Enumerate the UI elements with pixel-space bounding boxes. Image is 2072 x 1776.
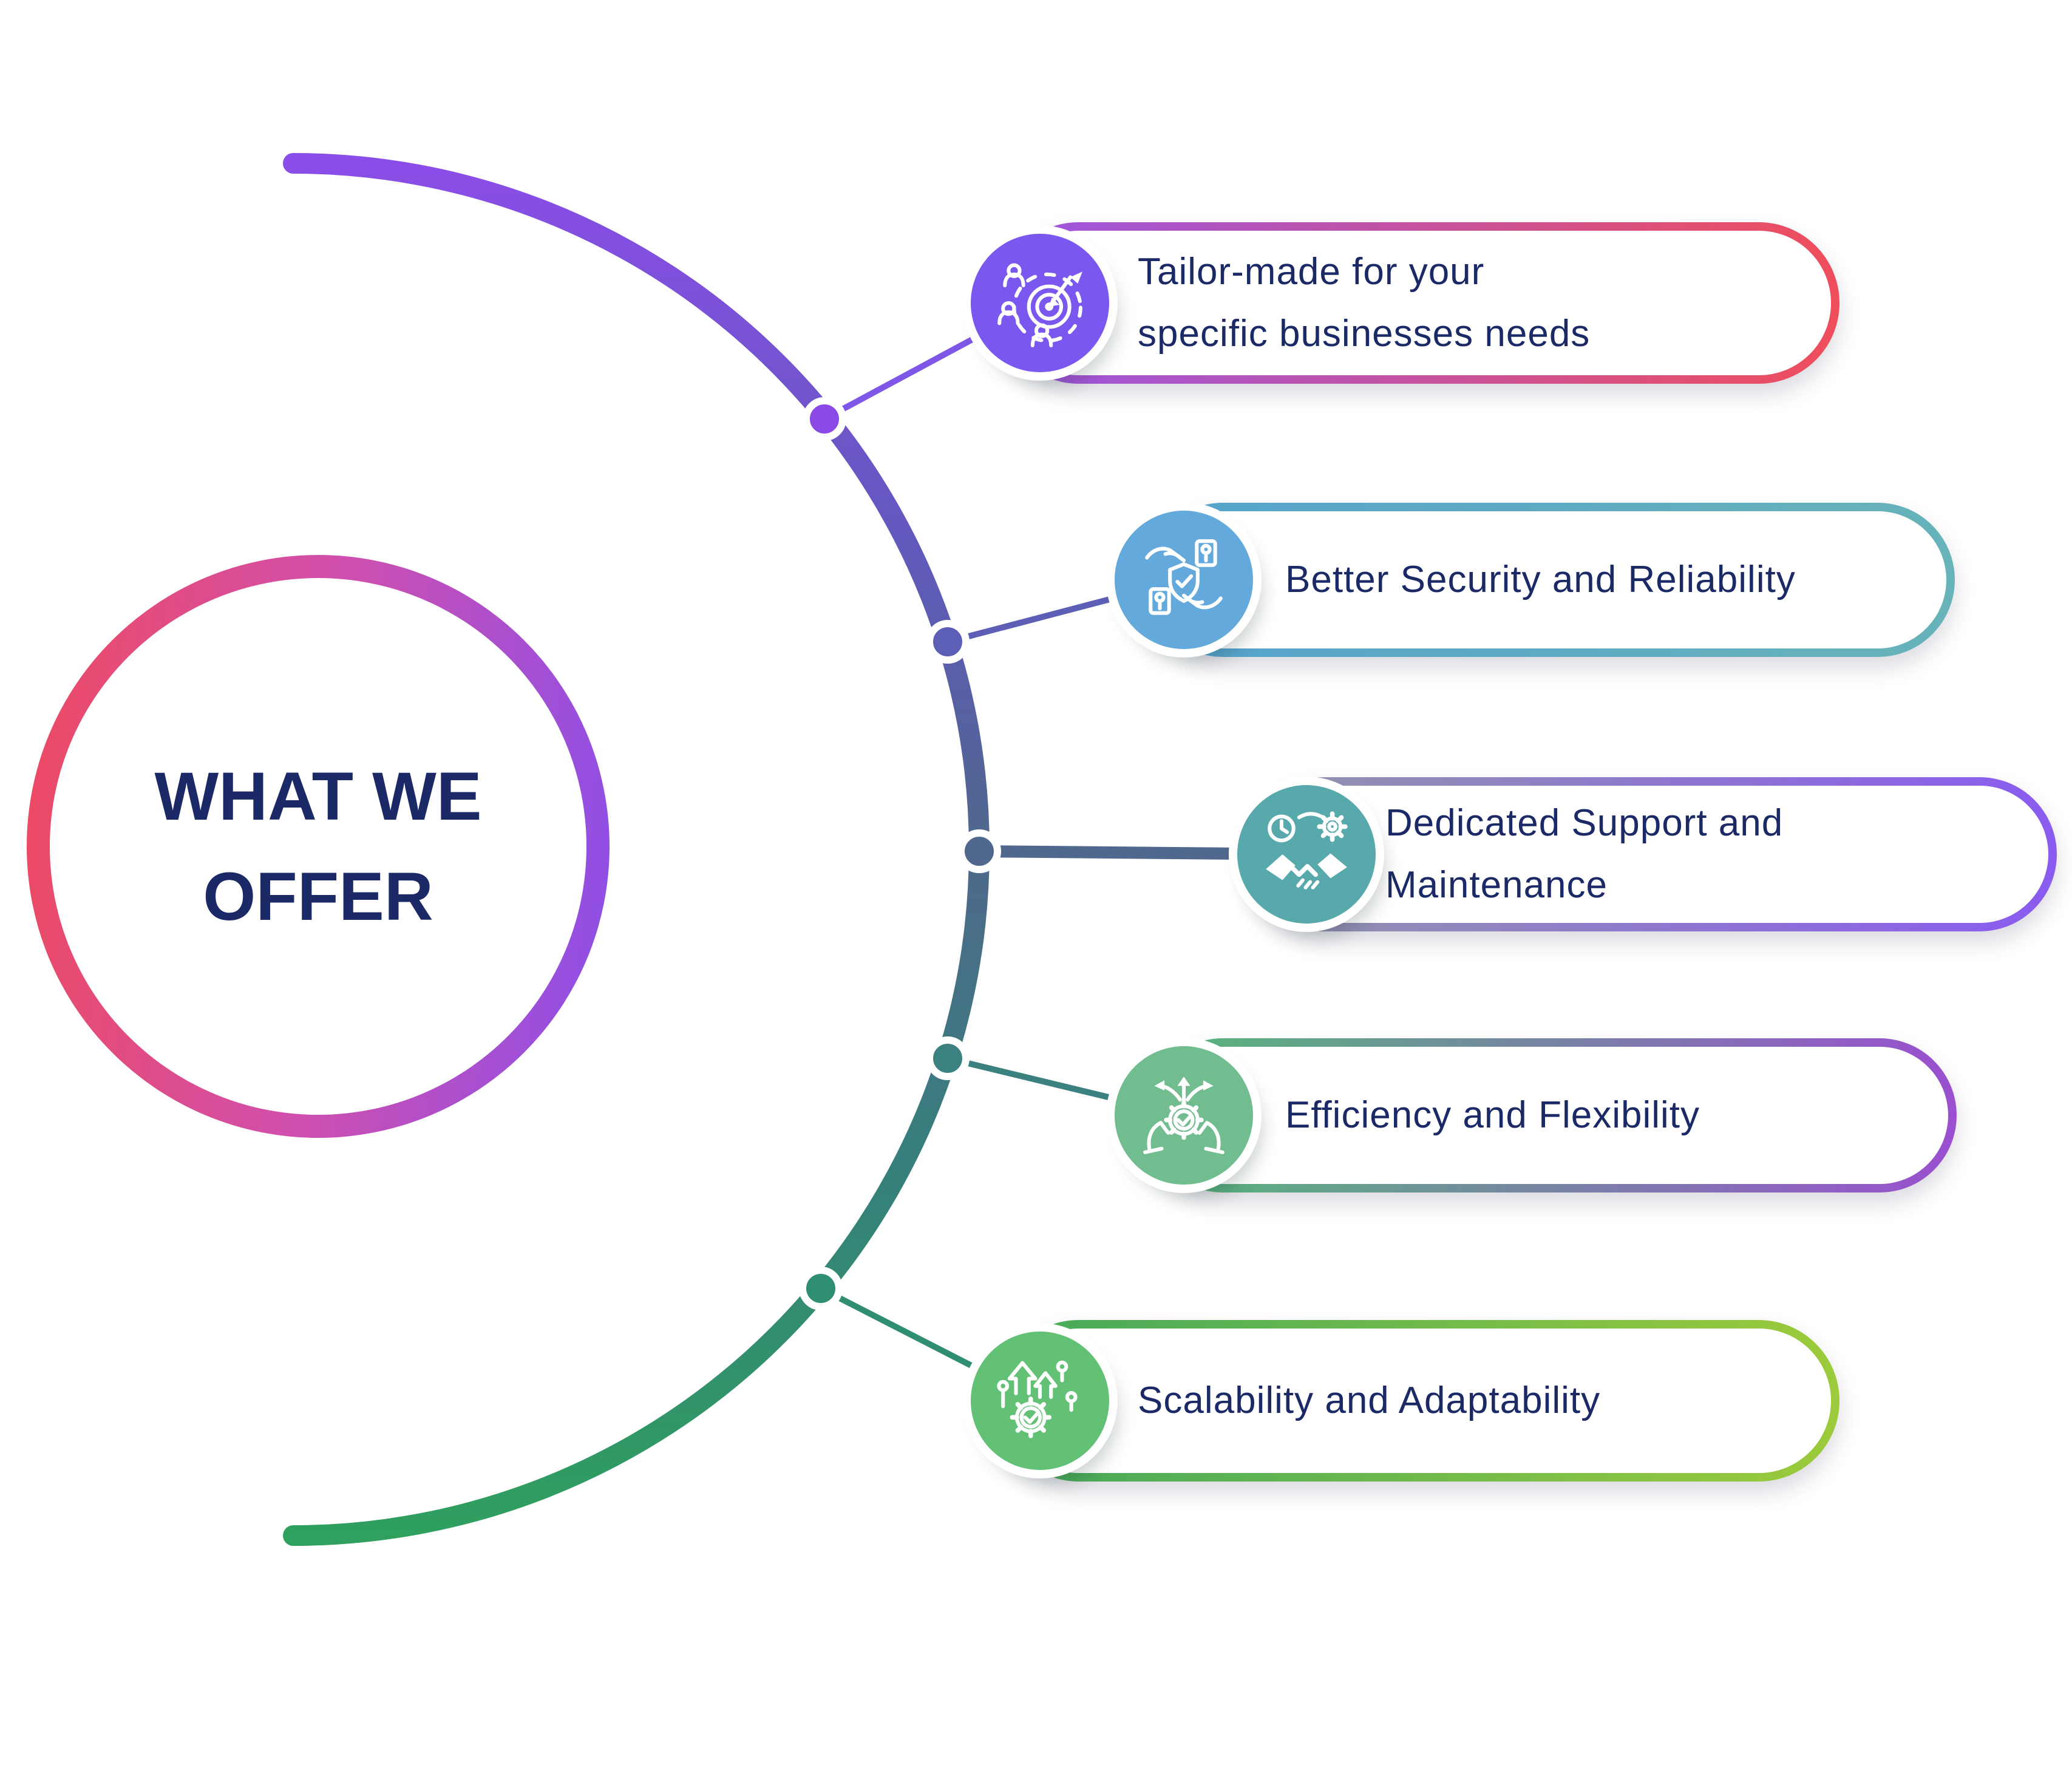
page-title: WHAT WE OFFER [154, 746, 481, 947]
item-label: Better Security and Reliability [1285, 549, 1946, 611]
connector-dot [926, 1036, 970, 1080]
item-pill-inner: Better Security and Reliability [1154, 511, 1946, 648]
item-pill: Scalability and Adaptability [998, 1320, 1839, 1482]
page-title-line2: OFFER [203, 859, 433, 934]
support-handshake-icon [1237, 785, 1376, 924]
connector-dot [803, 397, 846, 441]
item-label-line: Tailor-made for your [1138, 251, 1485, 293]
item-label-line: Better Security and Reliability [1285, 559, 1796, 601]
item-pill-inner: Scalability and Adaptability [1007, 1329, 1831, 1473]
scalability-growth-glyph [997, 1360, 1078, 1438]
efficiency-hands-gear-icon [1115, 1046, 1253, 1185]
target-audience-glyph [997, 263, 1082, 347]
efficiency-gear-glyph [1143, 1077, 1225, 1154]
connector-dot [926, 620, 970, 664]
item-label: Tailor-made for your specific businesses… [1138, 241, 1831, 365]
scalability-growth-icon [971, 1332, 1109, 1470]
connector-dot [957, 829, 1001, 873]
page-title-line1: WHAT WE [154, 758, 482, 834]
item-pill: Efficiency and Flexibility [1146, 1038, 1957, 1193]
item-label-line: specific businesses needs [1138, 313, 1591, 355]
item-label-line: Efficiency and Flexibility [1285, 1094, 1700, 1136]
connector-dot [799, 1267, 843, 1310]
offer-circle-inner: WHAT WE OFFER [50, 578, 586, 1115]
item-label-line: Scalability and Adaptability [1138, 1380, 1601, 1421]
item-label: Scalability and Adaptability [1138, 1370, 1831, 1432]
item-pill-inner: Efficiency and Flexibility [1154, 1047, 1948, 1184]
item-pill-inner: Tailor-made for your specific businesses… [1007, 231, 1831, 375]
offer-circle: WHAT WE OFFER [27, 555, 610, 1138]
target-audience-icon [971, 234, 1109, 372]
support-handshake-glyph [1266, 811, 1348, 890]
item-label-line: Maintenance [1385, 864, 1608, 906]
item-label: Dedicated Support and Maintenance [1385, 792, 2048, 916]
item-pill-inner: Dedicated Support and Maintenance [1254, 786, 2048, 923]
item-label: Efficiency and Flexibility [1285, 1084, 1948, 1146]
item-pill: Better Security and Reliability [1146, 503, 1955, 657]
security-shield-hands-icon [1115, 511, 1253, 649]
item-pill: Dedicated Support and Maintenance [1246, 777, 2057, 931]
security-shield-glyph [1145, 539, 1223, 615]
item-label-line: Dedicated Support and [1385, 802, 1784, 844]
item-pill: Tailor-made for your specific businesses… [998, 222, 1839, 384]
